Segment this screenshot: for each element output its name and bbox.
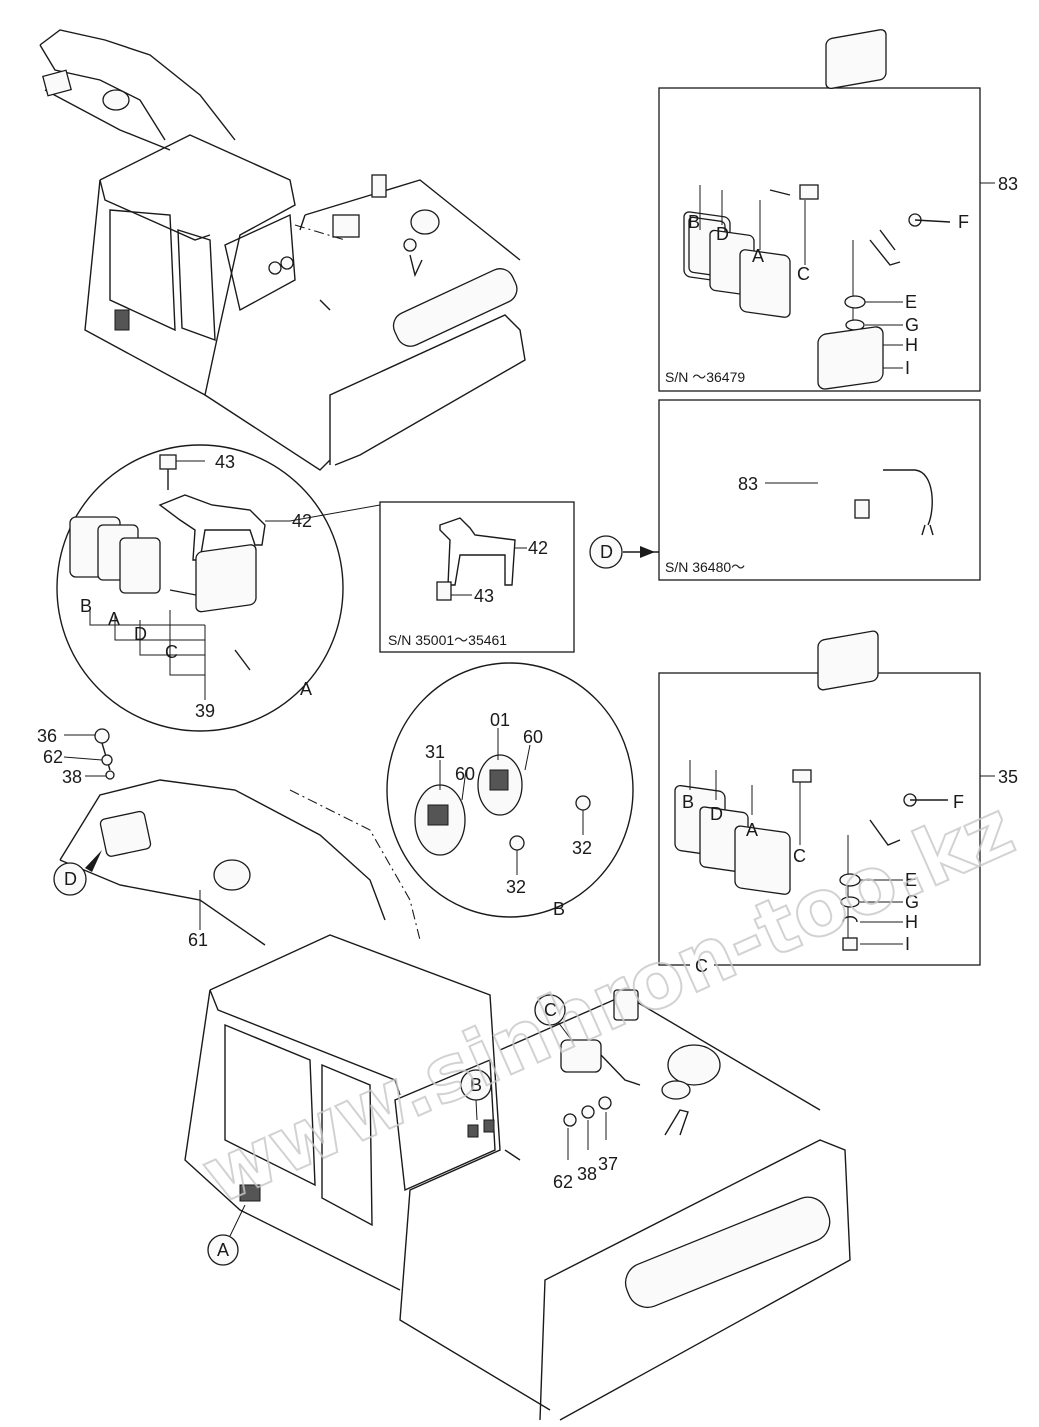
detail-label-C: C [695, 956, 708, 976]
detail-35: B D A C F E G H I 35 C [658, 630, 1018, 976]
serial-lower: S/N 36480～ [665, 559, 745, 575]
label-I-35: I [905, 934, 910, 954]
label-H-83: H [905, 335, 918, 355]
label-43-inset: 43 [474, 586, 494, 606]
serial-inset: S/N 35001～35461 [388, 632, 507, 648]
label-36: 36 [37, 726, 57, 746]
serial-upper: S/N ～36479 [665, 369, 745, 385]
label-35: 35 [998, 767, 1018, 787]
arrow-D [640, 546, 655, 558]
label-F-35: F [953, 792, 964, 812]
label-60-b: 60 [455, 764, 475, 784]
upper-excavator [39, 29, 526, 471]
label-83: 83 [998, 174, 1018, 194]
label-C-a: C [165, 642, 178, 662]
arrow-D-lower [85, 850, 102, 872]
detail-label-A: A [300, 679, 312, 699]
lower-excavator: 62 38 37 A B C [184, 934, 851, 1421]
label-A-35: A [746, 820, 758, 840]
label-01: 01 [490, 710, 510, 730]
label-I-83: I [905, 358, 910, 378]
callout-D-circle [589, 535, 623, 569]
label-62-a: 62 [43, 747, 63, 767]
detail-83-upper: B D A C F E G H I 83 S/N ～36479 [658, 29, 1018, 392]
label-G-83: G [905, 315, 919, 335]
label-D-83: D [716, 224, 729, 244]
label-H-35: H [905, 912, 918, 932]
callout-A: A [217, 1240, 229, 1260]
label-C-35: C [793, 846, 806, 866]
label-F-83: F [958, 212, 969, 232]
label-37: 37 [598, 1154, 618, 1174]
label-31: 31 [425, 742, 445, 762]
label-62-b: 62 [553, 1172, 573, 1192]
label-D-a: D [134, 624, 147, 644]
label-32-a: 32 [572, 838, 592, 858]
label-A-a: A [108, 609, 120, 629]
callout-A-circle [207, 1234, 239, 1266]
label-A-83: A [752, 246, 764, 266]
callout-C-circle [534, 994, 566, 1026]
label-C-83: C [797, 264, 810, 284]
detail-label-B: B [553, 899, 565, 919]
label-B-83: B [688, 212, 700, 232]
serial-box-upper [658, 87, 981, 392]
detail-B: 31 01 60 60 32 32 B [386, 662, 634, 919]
callout-D-lower: D [64, 869, 77, 889]
label-43-a: 43 [215, 452, 235, 472]
label-D-35: D [710, 804, 723, 824]
label-60-a: 60 [523, 727, 543, 747]
label-83b: 83 [738, 474, 758, 494]
detail-A: 43 42 B A D C 39 A [56, 444, 381, 732]
label-38-a: 38 [62, 767, 82, 787]
label-B-a: B [80, 596, 92, 616]
serial-box-inset [379, 501, 575, 653]
callout-B: B [470, 1075, 482, 1095]
label-E-35: E [905, 870, 917, 890]
label-E-83: E [905, 292, 917, 312]
label-38-b: 38 [577, 1164, 597, 1184]
label-61: 61 [188, 930, 208, 950]
label-32-b: 32 [506, 877, 526, 897]
detail-83-lower: 83 S/N 36480～ D [589, 326, 981, 581]
label-42-inset: 42 [528, 538, 548, 558]
serial-box-lower [658, 399, 981, 581]
boom-light: 36 62 38 61 D [37, 726, 421, 950]
label-G-35: G [905, 892, 919, 912]
label-B-35: B [682, 792, 694, 812]
label-42-a: 42 [292, 511, 312, 531]
inset-serial: 42 43 S/N 35001～35461 [379, 501, 575, 653]
callout-D-upper: D [600, 542, 613, 562]
callout-D-lower-circle [53, 862, 87, 896]
callout-C: C [544, 1000, 557, 1020]
label-39: 39 [195, 701, 215, 721]
